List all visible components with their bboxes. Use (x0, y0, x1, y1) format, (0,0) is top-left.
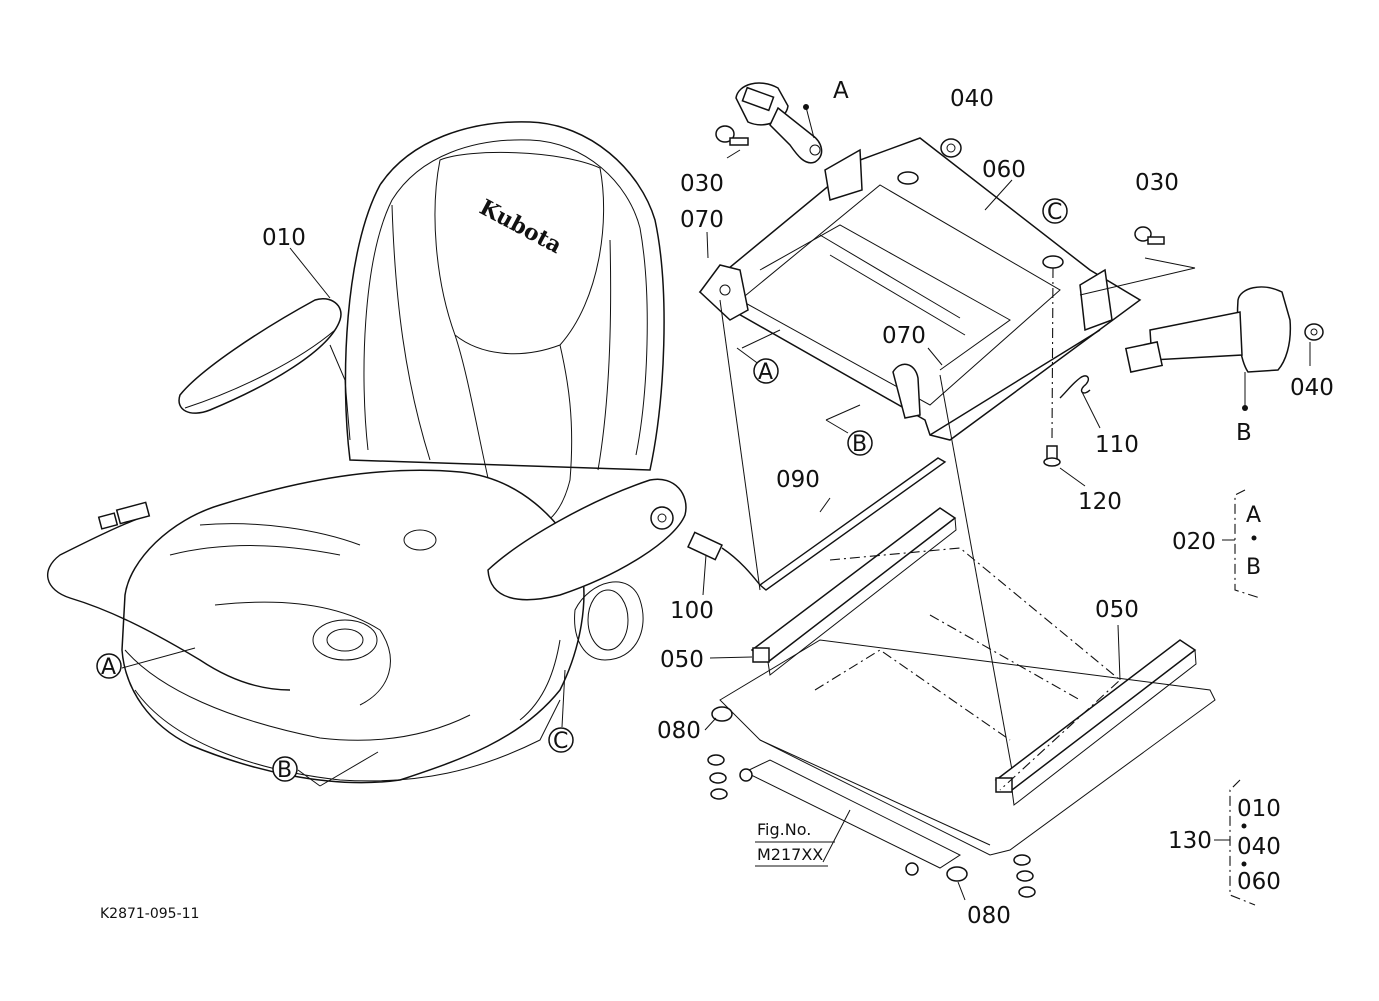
fig-reference: Fig.No. M217XX (755, 820, 835, 867)
label-040-right: 040 (1290, 375, 1334, 401)
reference-markers: A B C A B A B C A B 010 040 060 (96, 78, 1281, 895)
fig-ref-line1: Fig.No. (757, 820, 811, 839)
seat-illustration: Kubota (47, 121, 687, 784)
label-010: 010 (262, 225, 306, 251)
label-080-left: 080 (657, 718, 701, 744)
group-130-first: 010 (1237, 796, 1281, 822)
label-060: 060 (982, 157, 1026, 183)
ref-b-seat: B (277, 758, 292, 783)
label-070-left: 070 (680, 207, 724, 233)
label-020: 020 (1172, 529, 1216, 555)
fig-ref-line2: M217XX (757, 845, 823, 864)
label-030-top: 030 (680, 171, 724, 197)
group-130-second: 040 (1237, 834, 1281, 860)
seat-leaders (121, 247, 566, 787)
label-080-right: 080 (967, 903, 1011, 929)
ref-b-frame: B (852, 432, 867, 457)
group-020-top: A (1246, 503, 1261, 528)
label-100: 100 (670, 598, 714, 624)
part-labels: 010 030 040 060 030 070 070 040 110 120 … (262, 86, 1334, 929)
group-brackets (1214, 489, 1261, 906)
ref-c-seat: C (553, 729, 568, 754)
seat-bracket-frame (698, 137, 1142, 771)
ref-a-frame: A (758, 360, 773, 385)
group-020-bottom: B (1246, 555, 1261, 580)
rails-and-base (687, 179, 1216, 901)
label-050-right: 050 (1095, 597, 1139, 623)
label-030-right: 030 (1135, 170, 1179, 196)
ref-c-frame: C (1047, 200, 1062, 225)
label-070-mid: 070 (882, 323, 926, 349)
group-130-third: 060 (1237, 869, 1281, 895)
seatbelt-parts (715, 82, 1324, 408)
label-130: 130 (1168, 828, 1212, 854)
ref-a-seat: A (101, 655, 116, 680)
ref-a-buckle: A (833, 78, 849, 104)
label-110: 110 (1095, 432, 1139, 458)
ref-b-retractor: B (1236, 420, 1252, 446)
drawing-id: K2871-095-11 (100, 906, 199, 922)
label-120: 120 (1078, 489, 1122, 515)
label-090: 090 (776, 467, 820, 493)
label-040-top: 040 (950, 86, 994, 112)
label-050-left: 050 (660, 647, 704, 673)
